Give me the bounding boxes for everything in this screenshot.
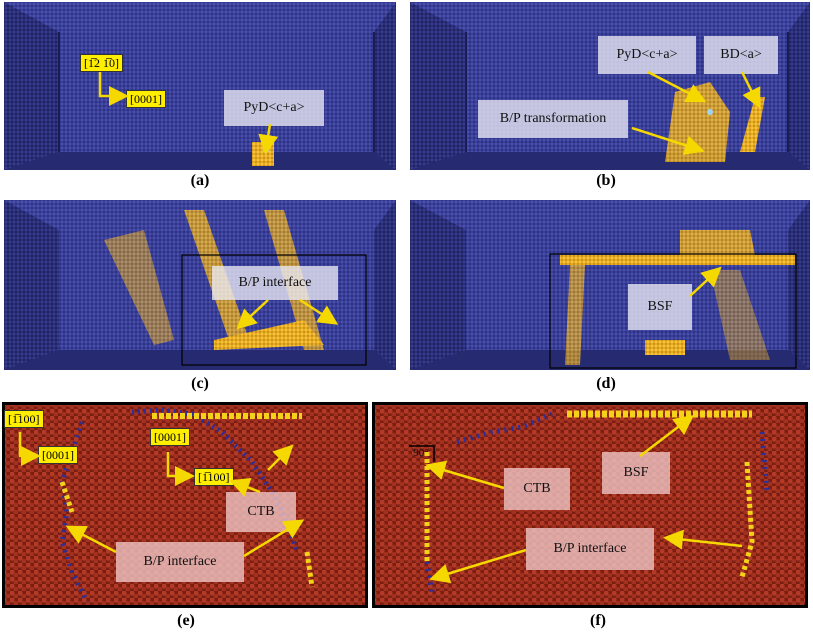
label-bp-interface-f: B/P interface	[526, 528, 654, 570]
label-bp-transformation: B/P transformation	[478, 100, 628, 138]
atomic-slice-f	[372, 402, 808, 608]
label-bd-b: BD<a>	[704, 36, 778, 74]
label-pyd-a: PyD<c+a>	[224, 90, 324, 126]
caption-e: (e)	[177, 612, 195, 629]
caption-c: (c)	[191, 375, 209, 392]
simulation-box-a	[4, 2, 396, 170]
direction-tag-1100-a: [1̅100]	[4, 410, 44, 428]
label-bp-interface-e: B/P interface	[116, 542, 244, 582]
label-bsf-d: BSF	[628, 284, 692, 330]
panel-a	[4, 2, 396, 170]
simulation-box-d	[410, 200, 810, 370]
label-ctb-e: CTB	[226, 492, 296, 532]
panel-b	[410, 2, 810, 170]
panel-c	[4, 200, 396, 370]
panel-f	[372, 402, 808, 608]
caption-f: (f)	[590, 612, 606, 629]
caption-a: (a)	[190, 172, 210, 189]
label-bp-interface-c: B/P interface	[212, 266, 338, 300]
simulation-box-c	[4, 200, 396, 370]
direction-tag-0001-a: [0001]	[38, 446, 78, 464]
direction-tag-0001-b: [0001]	[150, 428, 190, 446]
direction-tag-0001: [0001]	[126, 90, 166, 108]
label-pyd-b: PyD<c+a>	[598, 36, 696, 74]
direction-tag-1100-b: [1̅100]	[194, 468, 234, 486]
caption-b: (b)	[596, 172, 616, 189]
angle-label: 90°	[413, 447, 429, 459]
caption-d: (d)	[596, 375, 616, 392]
simulation-box-b	[410, 2, 810, 170]
panel-d	[410, 200, 810, 370]
direction-tag-1210: [1̅2 1̅0]	[80, 54, 123, 72]
label-ctb-f: CTB	[504, 468, 570, 510]
label-bsf-f: BSF	[602, 452, 670, 494]
